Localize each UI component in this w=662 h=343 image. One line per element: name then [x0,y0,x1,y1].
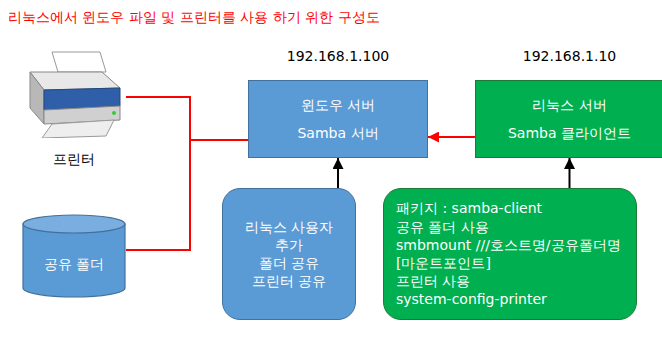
folder-cylinder: 공유 폴더 [22,214,126,298]
diagram-title: 리눅스에서 윈도우 파일 및 프린터를 사용 하기 위한 구성도 [8,8,380,26]
node-text: 공유 폴더 사용 [396,218,489,236]
node-text: 프린터 공유 [252,272,326,290]
connector [126,97,248,140]
note-box: 패키지 : samba-client공유 폴더 사용smbmount ///호스… [383,188,637,320]
node-text: 리눅스 사용자 추가 [235,218,343,254]
connector [569,158,571,188]
node-text: 윈도우 서버 [301,96,375,114]
node-text: 공유 폴더 [44,255,104,273]
node-text: 폴더 공유 [259,254,319,272]
connector [337,158,339,188]
server-box: 192.168.1.10리눅스 서버Samba 클라이언트 [475,80,662,158]
printer-node: 프린터 [22,50,126,168]
ip-address: 192.168.1.100 [229,47,447,65]
heading-holder: 192.168.1.100 [229,47,447,67]
node-text: system-config-printer [396,290,547,308]
printer-label: 프린터 [53,150,95,168]
node-text: 리눅스 서버 [532,96,606,114]
server-box: 192.168.1.100윈도우 서버Samba 서버 [248,80,428,158]
node-text: Samba 클라이언트 [508,124,631,142]
ip-address: 192.168.1.10 [456,47,662,65]
printer-icon [22,50,126,138]
node-text: Samba 서버 [297,124,378,142]
connector [428,136,475,138]
heading-holder: 192.168.1.10 [456,47,662,67]
node-text: 프린터 사용 [396,272,470,290]
note-box: 리눅스 사용자 추가폴더 공유프린터 공유 [222,188,356,320]
node-text: 패키지 : samba-client [396,199,542,217]
node-text: smbmount ///호스트명/공유폴더명 [마운트포인트] [396,236,624,272]
